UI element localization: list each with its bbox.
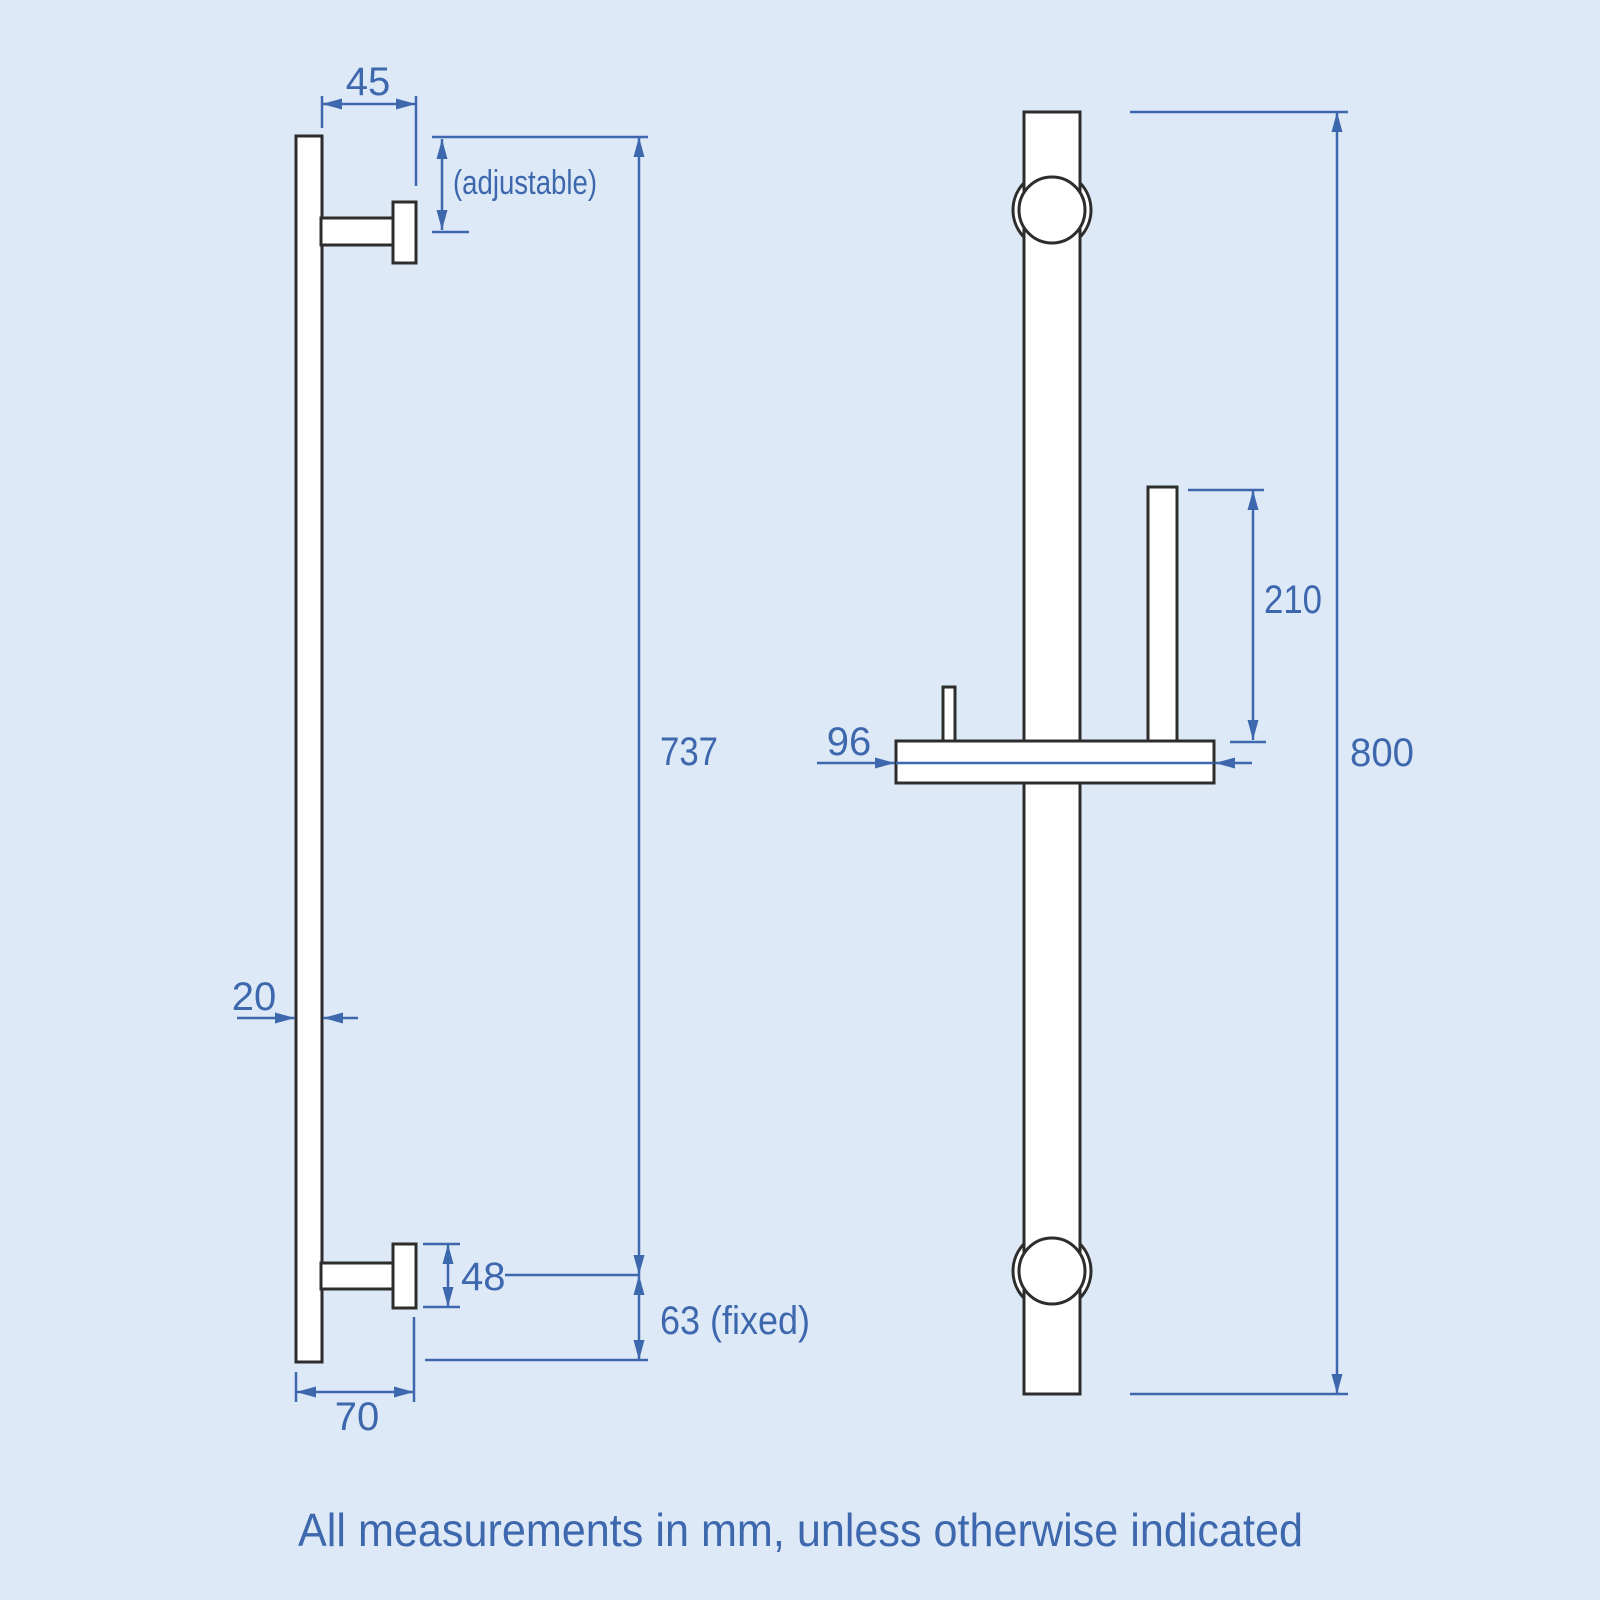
dim-210: 210 [1188, 488, 1322, 744]
dim-70: 70 [294, 1317, 416, 1439]
dim-45: 45 [320, 60, 418, 186]
dim-label-45: 45 [346, 60, 391, 104]
dim-label-48: 48 [461, 1255, 506, 1299]
rail-side-profile [294, 134, 324, 1364]
dim-label-96: 96 [827, 720, 872, 764]
dim-label-63-fixed: 63 (fixed) [660, 1299, 810, 1343]
dim-adjustable: (adjustable) [432, 135, 648, 234]
handset-holder-post [1146, 485, 1179, 745]
dim-label-737: 737 [660, 730, 718, 774]
bottom-bracket-knob [1017, 1236, 1087, 1306]
dim-20: 20 [232, 975, 358, 1024]
front-view-drawing [894, 110, 1216, 1396]
dim-63-fixed: 63 (fixed) [425, 1275, 810, 1362]
bottom-bracket-wall-plate [391, 1242, 418, 1310]
top-bracket-knob [1017, 175, 1087, 245]
dim-label-20: 20 [232, 975, 277, 1019]
dim-label-210: 210 [1264, 578, 1322, 622]
dim-48: 48 [423, 1242, 640, 1309]
dim-96: 96 [817, 720, 1252, 769]
dim-label-70: 70 [335, 1395, 380, 1439]
side-view-drawing [294, 134, 418, 1364]
bottom-bracket-arm [319, 1261, 395, 1291]
top-bracket-wall-plate [391, 200, 418, 265]
dim-800: 800 [1130, 110, 1414, 1396]
dim-label-adjustable: (adjustable) [453, 164, 597, 202]
dim-737: 737 [633, 137, 718, 1275]
tray-peg [941, 685, 957, 745]
dim-label-800: 800 [1350, 731, 1414, 775]
top-bracket-arm [319, 216, 395, 247]
measurements-note: All measurements in mm, unless otherwise… [298, 1504, 1303, 1556]
